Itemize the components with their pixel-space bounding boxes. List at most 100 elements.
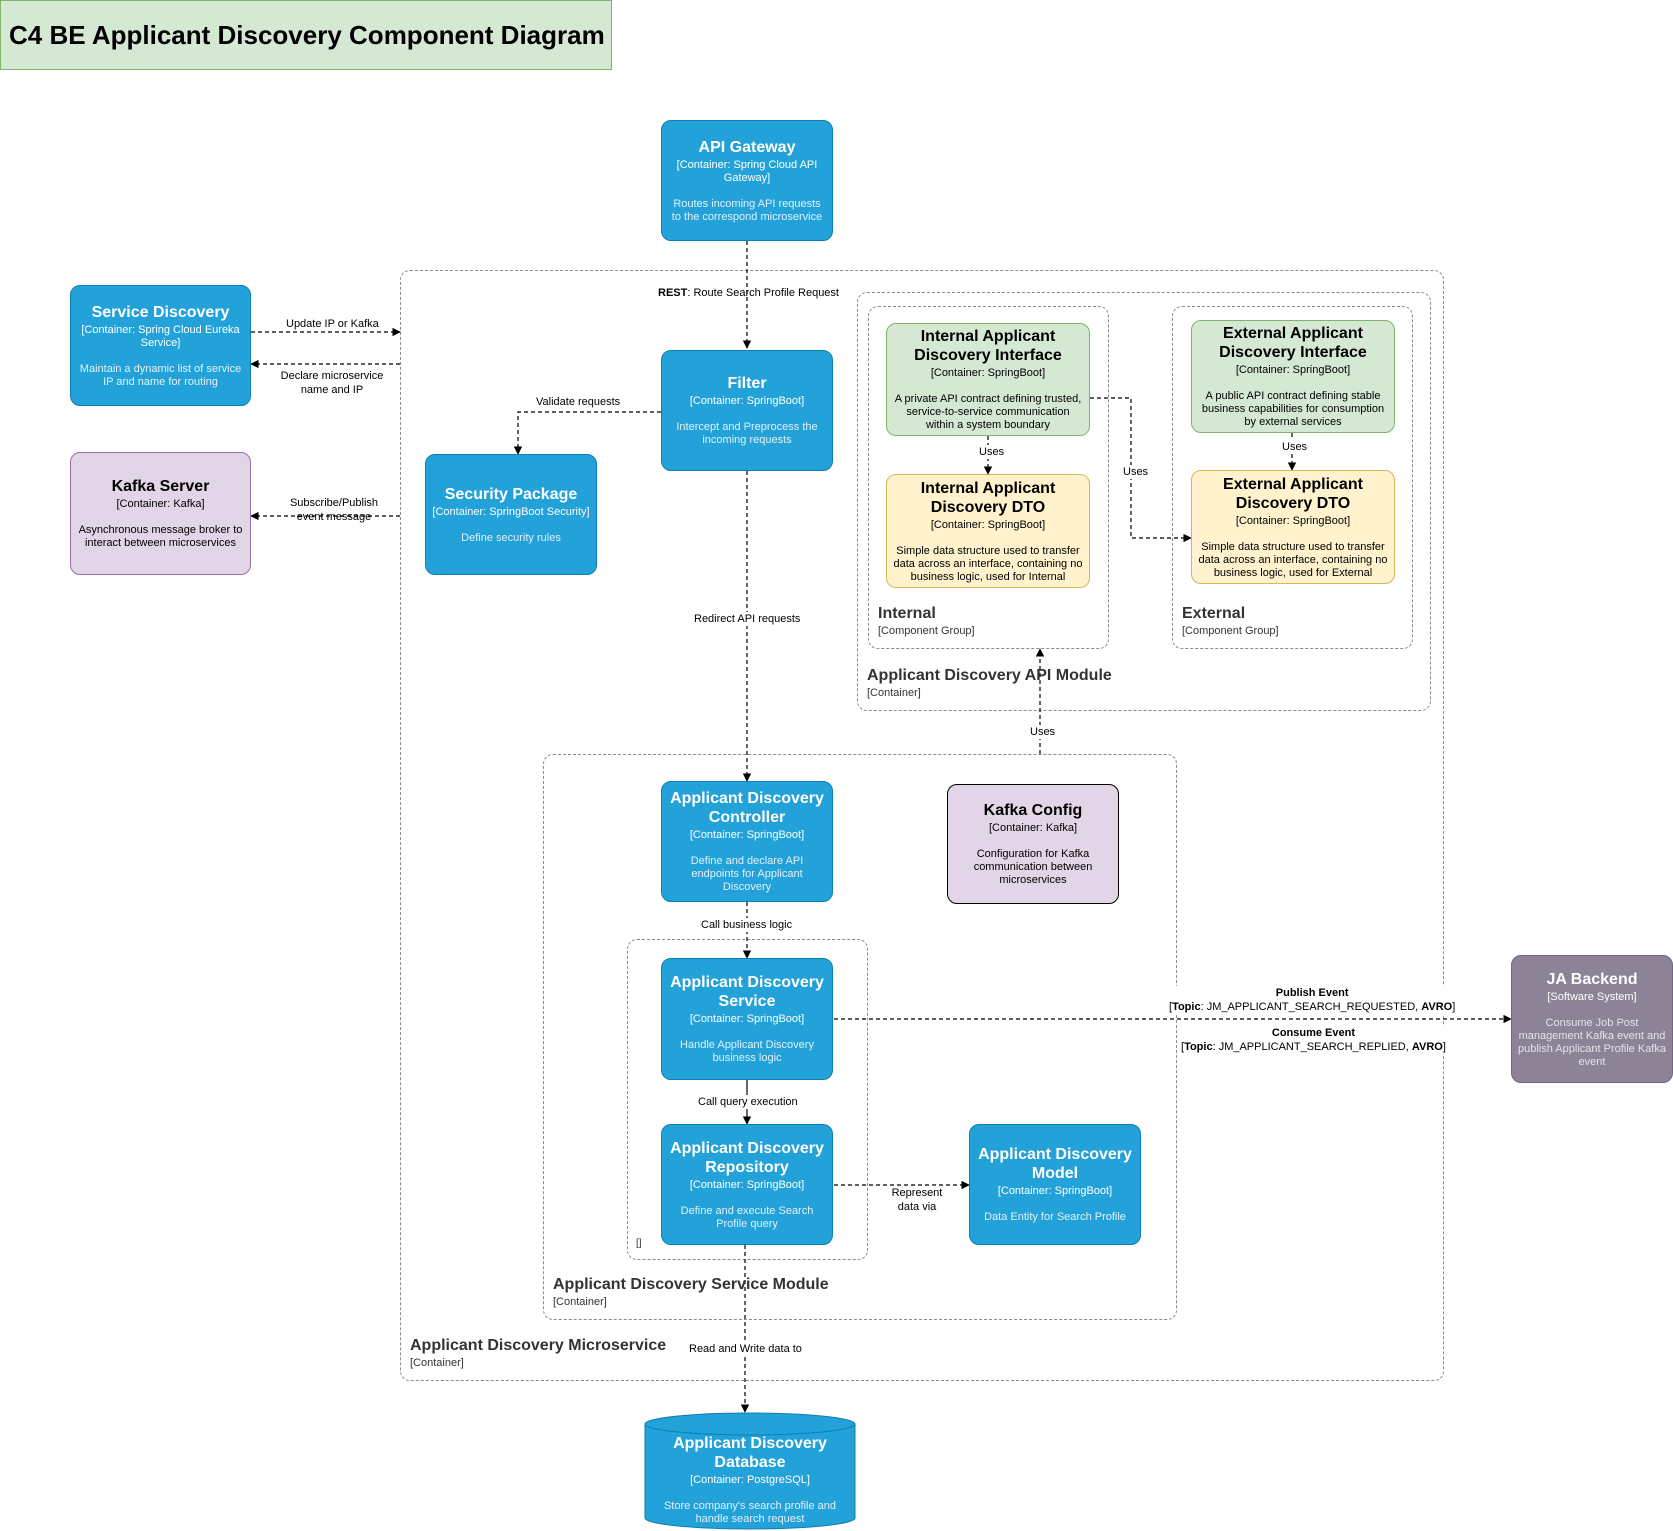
filter-desc: Intercept and Preprocess the incoming re…: [676, 421, 818, 446]
microservice-boundary-tech: [Container]: [410, 1357, 464, 1369]
external-dto-node[interactable]: External Applicant Discovery DTO [Contai…: [1191, 470, 1395, 584]
external-interface-tech: [Container: SpringBoot]: [1235, 364, 1351, 376]
service-discovery-name: Service Discovery: [91, 303, 230, 321]
database-node[interactable]: Applicant Discovery Database [Container:…: [644, 1412, 856, 1530]
service-discovery-tech: [Container: Spring Cloud Eureka Service]: [81, 323, 240, 349]
external-dto-desc: Simple data structure used to transfer d…: [1198, 540, 1388, 579]
model-tech: [Container: SpringBoot]: [997, 1185, 1113, 1197]
controller-desc: Define and declare API endpoints for App…: [690, 855, 804, 893]
api-module-boundary: [857, 292, 1431, 711]
external-dto-tech: [Container: SpringBoot]: [1235, 514, 1351, 527]
edge-label-publish-bracket-open: [: [1169, 1001, 1173, 1013]
external-interface-desc: A public API contract defining stable bu…: [1201, 390, 1385, 428]
repository-desc: Define and execute Search Profile query: [680, 1204, 814, 1230]
internal-group-tech: [Component Group]: [878, 625, 975, 637]
edge-label-declare: Declare microservice name and IP: [280, 370, 384, 396]
service-discovery-desc: Maintain a dynamic list of service IP an…: [79, 362, 242, 388]
kafka-config-tech: [Container: Kafka]: [988, 822, 1078, 834]
kafka-config-desc: Configuration for Kafka communication be…: [973, 848, 1093, 886]
kafka-server-desc: Asynchronous message broker to interact …: [78, 524, 243, 549]
service-discovery-node[interactable]: Service Discovery [Container: Spring Clo…: [70, 285, 251, 406]
filter-node[interactable]: Filter [Container: SpringBoot] Intercept…: [661, 350, 833, 471]
external-dto-name: External Applicant Discovery DTO: [1223, 475, 1363, 512]
external-group-tech: [Component Group]: [1182, 625, 1279, 637]
edge-label-call-query: Call query execution: [697, 1095, 799, 1109]
ja-backend-node[interactable]: JA Backend [Software System] Consume Job…: [1511, 955, 1673, 1083]
edge-label-validate: Validate requests: [535, 395, 622, 409]
edge-label-module-uses: Uses: [1029, 725, 1057, 739]
edge-label-consume-format: AVRO: [1411, 1041, 1443, 1053]
api-module-boundary-label: Applicant Discovery API Module [Containe…: [867, 667, 1112, 699]
internal-interface-node[interactable]: Internal Applicant Discovery Interface […: [886, 323, 1090, 436]
api-gateway-desc: Routes incoming API requests to the corr…: [671, 197, 823, 223]
edge-label-internal-uses: Uses: [978, 445, 1006, 459]
edge-label-publish-title: Publish Event: [1275, 987, 1349, 999]
edge-label-rest-route: REST: Route Search Profile Request: [657, 286, 840, 300]
service-node[interactable]: Applicant Discovery Service [Container: …: [661, 958, 833, 1080]
edge-label-consume-title: Consume Event: [1271, 1027, 1356, 1039]
service-module-boundary-name: Applicant Discovery Service Module: [553, 1276, 829, 1293]
internal-interface-desc: A private API contract defining trusted,…: [894, 393, 1082, 431]
edge-label-redirect: Redirect API requests: [693, 612, 802, 626]
edge-label-publish-bracket-close: ]: [1452, 1001, 1456, 1013]
internal-group-name: Internal: [878, 605, 936, 622]
edge-label-consume-bracket-close: ]: [1442, 1041, 1446, 1053]
external-group-name: External: [1182, 605, 1246, 622]
microservice-boundary-name: Applicant Discovery Microservice: [410, 1337, 667, 1354]
internal-dto-node[interactable]: Internal Applicant Discovery DTO [Contai…: [886, 474, 1090, 588]
edge-label-publish-topic-label: Topic: [1172, 1001, 1201, 1013]
internal-interface-name: Internal Applicant Discovery Interface: [914, 328, 1062, 364]
internal-group-label: Internal [Component Group]: [878, 605, 975, 637]
api-gateway-node[interactable]: API Gateway [Container: Spring Cloud API…: [661, 120, 833, 241]
api-gateway-tech: [Container: Spring Cloud API Gateway]: [676, 158, 818, 184]
security-package-desc: Define security rules: [461, 531, 561, 544]
external-interface-name: External Applicant Discovery Interface: [1219, 325, 1367, 361]
kafka-server-tech: [Container: Kafka]: [116, 498, 205, 510]
internal-dto-tech: [Container: SpringBoot]: [930, 518, 1046, 531]
filter-tech: [Container: SpringBoot]: [689, 395, 805, 407]
database-desc: Store company's search profile and handl…: [663, 1500, 837, 1525]
kafka-server-name: Kafka Server: [111, 478, 210, 495]
controller-tech: [Container: SpringBoot]: [689, 829, 805, 841]
database-cylinder-shape: [644, 1412, 856, 1530]
service-module-boundary-tech: [Container]: [553, 1296, 607, 1308]
repository-name: Applicant Discovery Repository: [670, 1139, 824, 1176]
external-group-boundary: [1172, 306, 1413, 649]
api-module-boundary-tech: [Container]: [867, 687, 921, 699]
microservice-boundary: [400, 270, 1444, 1381]
repository-tech: [Container: SpringBoot]: [689, 1178, 805, 1191]
edge-label-consume: Consume Event [Topic: JM_APPLICANT_SEARC…: [1180, 1026, 1447, 1054]
external-interface-node[interactable]: External Applicant Discovery Interface […: [1191, 320, 1395, 433]
security-package-node[interactable]: Security Package [Container: SpringBoot …: [425, 454, 597, 575]
ja-backend-tech: [Software System]: [1547, 990, 1637, 1003]
edge-label-rest-text: : Route Search Profile Request: [687, 287, 839, 299]
database-name: Applicant Discovery Database: [673, 1435, 827, 1471]
edge-label-external-uses: Uses: [1281, 440, 1309, 454]
edge-label-consume-topic-label: Topic: [1184, 1041, 1213, 1053]
repository-node[interactable]: Applicant Discovery Repository [Containe…: [661, 1124, 833, 1245]
service-module-boundary-label: Applicant Discovery Service Module [Cont…: [553, 1276, 829, 1308]
model-name: Applicant Discovery Model: [978, 1146, 1132, 1182]
edge-label-publish-topic: : JM_APPLICANT_SEARCH_REQUESTED,: [1200, 1001, 1422, 1013]
ja-backend-desc: Consume Job Post management Kafka event …: [1518, 1016, 1666, 1068]
ja-backend-name: JA Backend: [1546, 970, 1638, 988]
edge-label-cross-uses: Uses: [1122, 465, 1150, 479]
controller-node[interactable]: Applicant Discovery Controller [Containe…: [661, 781, 833, 902]
security-package-name: Security Package: [444, 485, 578, 503]
internal-dto-desc: Simple data structure used to transfer d…: [893, 544, 1083, 583]
edge-label-subscribe: Subscribe/Publish event message: [289, 497, 379, 523]
edge-label-consume-topic: : JM_APPLICANT_SEARCH_REPLIED,: [1212, 1041, 1412, 1053]
service-tech: [Container: SpringBoot]: [689, 1013, 805, 1025]
kafka-server-node[interactable]: Kafka Server [Container: Kafka] Asynchro…: [70, 452, 251, 575]
kafka-config-name: Kafka Config: [983, 802, 1083, 819]
edge-cross-uses: [1090, 397, 1192, 543]
inner-group-label: []: [636, 1236, 642, 1249]
model-node[interactable]: Applicant Discovery Model [Container: Sp…: [969, 1124, 1141, 1245]
kafka-config-node[interactable]: Kafka Config [Container: Kafka] Configur…: [947, 784, 1119, 904]
service-desc: Handle Applicant Discovery business logi…: [680, 1039, 814, 1064]
service-module-boundary: [543, 754, 1177, 1320]
edge-label-call-logic: Call business logic: [700, 918, 794, 932]
edge-filter-security: [513, 411, 661, 455]
